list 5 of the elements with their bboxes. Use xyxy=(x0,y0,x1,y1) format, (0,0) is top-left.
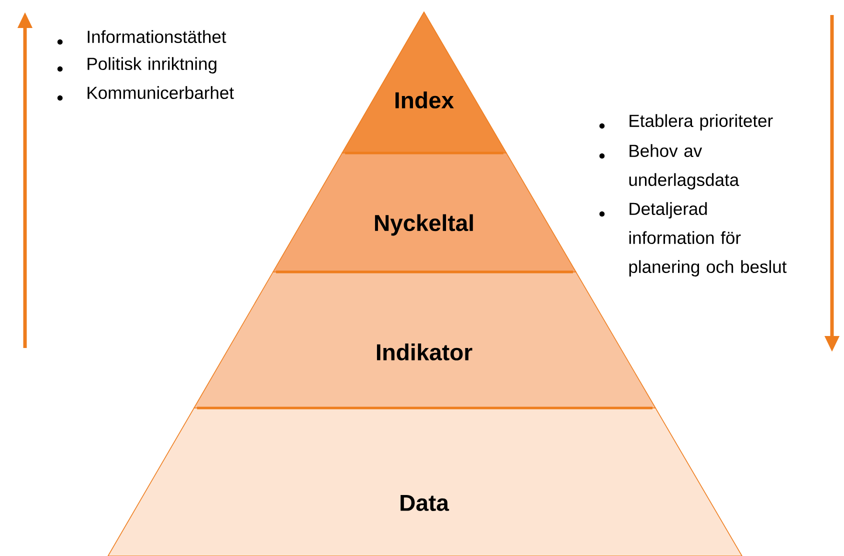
bullet-item: Kommunicerbarhet xyxy=(57,86,234,101)
bullet-item: Etablera prioriteter xyxy=(599,114,773,130)
bullet-item: Politisk inriktning xyxy=(57,57,216,74)
bullet-item: Informationstäthet xyxy=(57,30,226,45)
bullet-item: Behov av underlagsdata xyxy=(599,144,740,190)
